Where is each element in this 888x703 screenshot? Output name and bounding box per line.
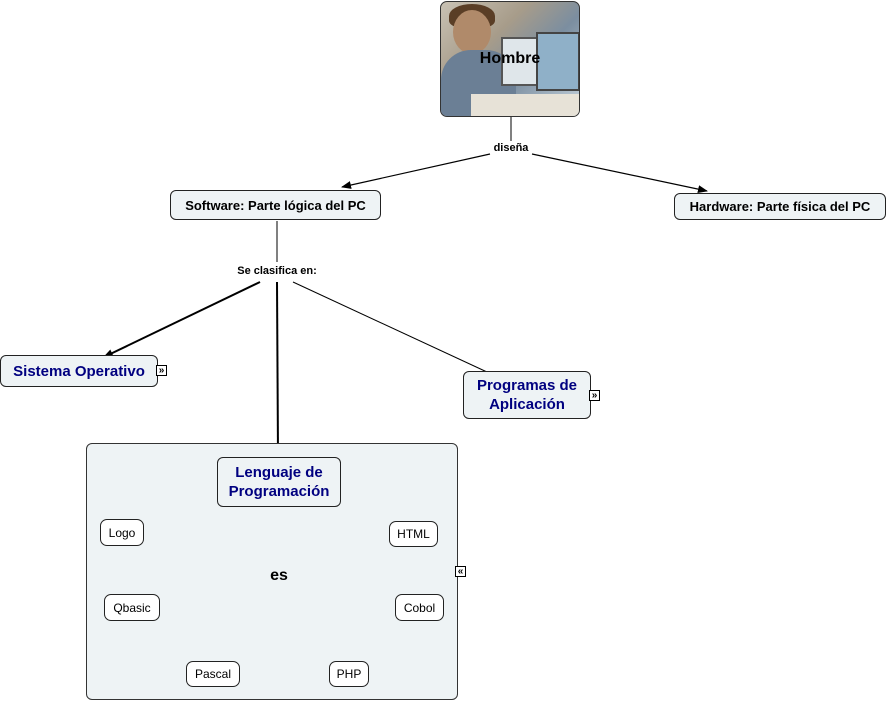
link-se-clasifica: Se clasifica en: [235, 265, 319, 277]
sistema-operativo-node[interactable]: Sistema Operativo [0, 355, 158, 387]
html-node[interactable]: HTML [389, 521, 438, 547]
lenguaje-programacion-node[interactable]: Lenguaje de Programación [217, 457, 341, 507]
edge-disena-hardware [531, 153, 708, 194]
software-label: Software: Parte lógica del PC [185, 197, 366, 213]
edge-clasifica-lenguaje [273, 281, 282, 457]
programas-aplicacion-node[interactable]: Programas de Aplicación [463, 371, 591, 419]
logo-node[interactable]: Logo [100, 519, 144, 546]
hardware-label: Hardware: Parte física del PC [689, 199, 871, 214]
hombre-label: Hombre [479, 50, 541, 67]
collapse-lenguajes-button[interactable]: « [455, 566, 466, 577]
php-label: PHP [336, 667, 362, 681]
photo-head [453, 10, 491, 54]
edge-clasifica-sistema [103, 281, 261, 358]
lenguaje-label-line2: Programación [228, 483, 330, 500]
link-disena: diseña [491, 142, 531, 154]
software-node[interactable]: Software: Parte lógica del PC [170, 190, 381, 220]
hombre-node[interactable]: Hombre [440, 1, 580, 117]
programas-label-line1: Programas de [476, 377, 578, 394]
lenguaje-label-line1: Lenguaje de [235, 464, 323, 481]
cobol-node[interactable]: Cobol [395, 594, 444, 621]
edge-disena-software [341, 153, 491, 189]
cobol-label: Cobol [403, 600, 436, 615]
sistema-operativo-label: Sistema Operativo [13, 362, 145, 380]
edge-clasifica-programas [292, 281, 488, 373]
link-es: es [268, 567, 290, 585]
expand-sistema-operativo-button[interactable]: » [156, 365, 167, 376]
programas-label-line2: Aplicación [489, 396, 565, 413]
qbasic-node[interactable]: Qbasic [104, 594, 160, 621]
pascal-label: Pascal [194, 667, 232, 681]
expand-programas-button[interactable]: » [589, 390, 600, 401]
photo-monitor [536, 32, 579, 91]
photo-desk [471, 94, 579, 116]
hardware-node[interactable]: Hardware: Parte física del PC [674, 193, 886, 220]
qbasic-label: Qbasic [113, 600, 151, 615]
php-node[interactable]: PHP [329, 661, 369, 687]
html-label: HTML [397, 527, 430, 541]
pascal-node[interactable]: Pascal [186, 661, 240, 687]
logo-label: Logo [108, 525, 136, 540]
